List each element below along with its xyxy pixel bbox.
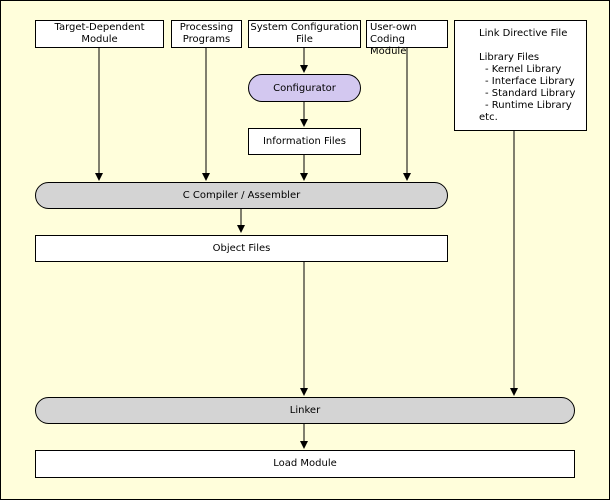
processing-programs-label-line1: Processing <box>179 22 234 33</box>
link-directive-library-box: Link Directive File Library Files - Kern… <box>454 20 587 131</box>
object-files-label: Object Files <box>212 242 271 254</box>
load-module-label: Load Module <box>273 458 337 469</box>
load-module-box: Load Module <box>35 450 575 478</box>
information-files-box: Information Files <box>248 128 361 155</box>
link-directive-file-label: Link Directive File <box>479 28 568 39</box>
processing-programs-box: Processing Programs <box>171 20 242 48</box>
user-own-coding-label-line2: Module <box>370 46 407 57</box>
target-dependent-module-label: Target-Dependent Module <box>54 22 145 45</box>
c-compiler-assembler-bar: C Compiler / Assembler <box>35 182 448 209</box>
information-files-label: Information Files <box>262 135 346 147</box>
etc-label: etc. <box>479 112 498 123</box>
library-files-list: Library Files - Kernel Library - Interfa… <box>479 52 586 124</box>
configurator-label: Configurator <box>273 82 336 94</box>
c-compiler-assembler-label: C Compiler / Assembler <box>182 190 301 201</box>
system-configuration-file-label: System Configuration File <box>250 22 359 45</box>
linker-label: Linker <box>289 405 321 416</box>
processing-programs-label-line2: Programs <box>182 34 231 45</box>
runtime-library-item: - Runtime Library <box>485 100 572 111</box>
user-own-coding-label-line1: User-own Coding <box>370 22 417 45</box>
library-files-label: Library Files <box>479 52 540 63</box>
standard-library-item: - Standard Library <box>485 88 576 99</box>
target-dependent-module-box: Target-Dependent Module <box>35 20 164 48</box>
user-own-coding-module-box: User-own Coding Module <box>366 20 448 57</box>
kernel-library-item: - Kernel Library <box>485 64 562 75</box>
object-files-box: Object Files <box>35 235 448 262</box>
system-configuration-file-box: System Configuration File <box>248 20 361 48</box>
interface-library-item: - Interface Library <box>485 76 575 87</box>
configurator-node: Configurator <box>248 74 361 102</box>
linker-bar: Linker <box>35 397 575 424</box>
